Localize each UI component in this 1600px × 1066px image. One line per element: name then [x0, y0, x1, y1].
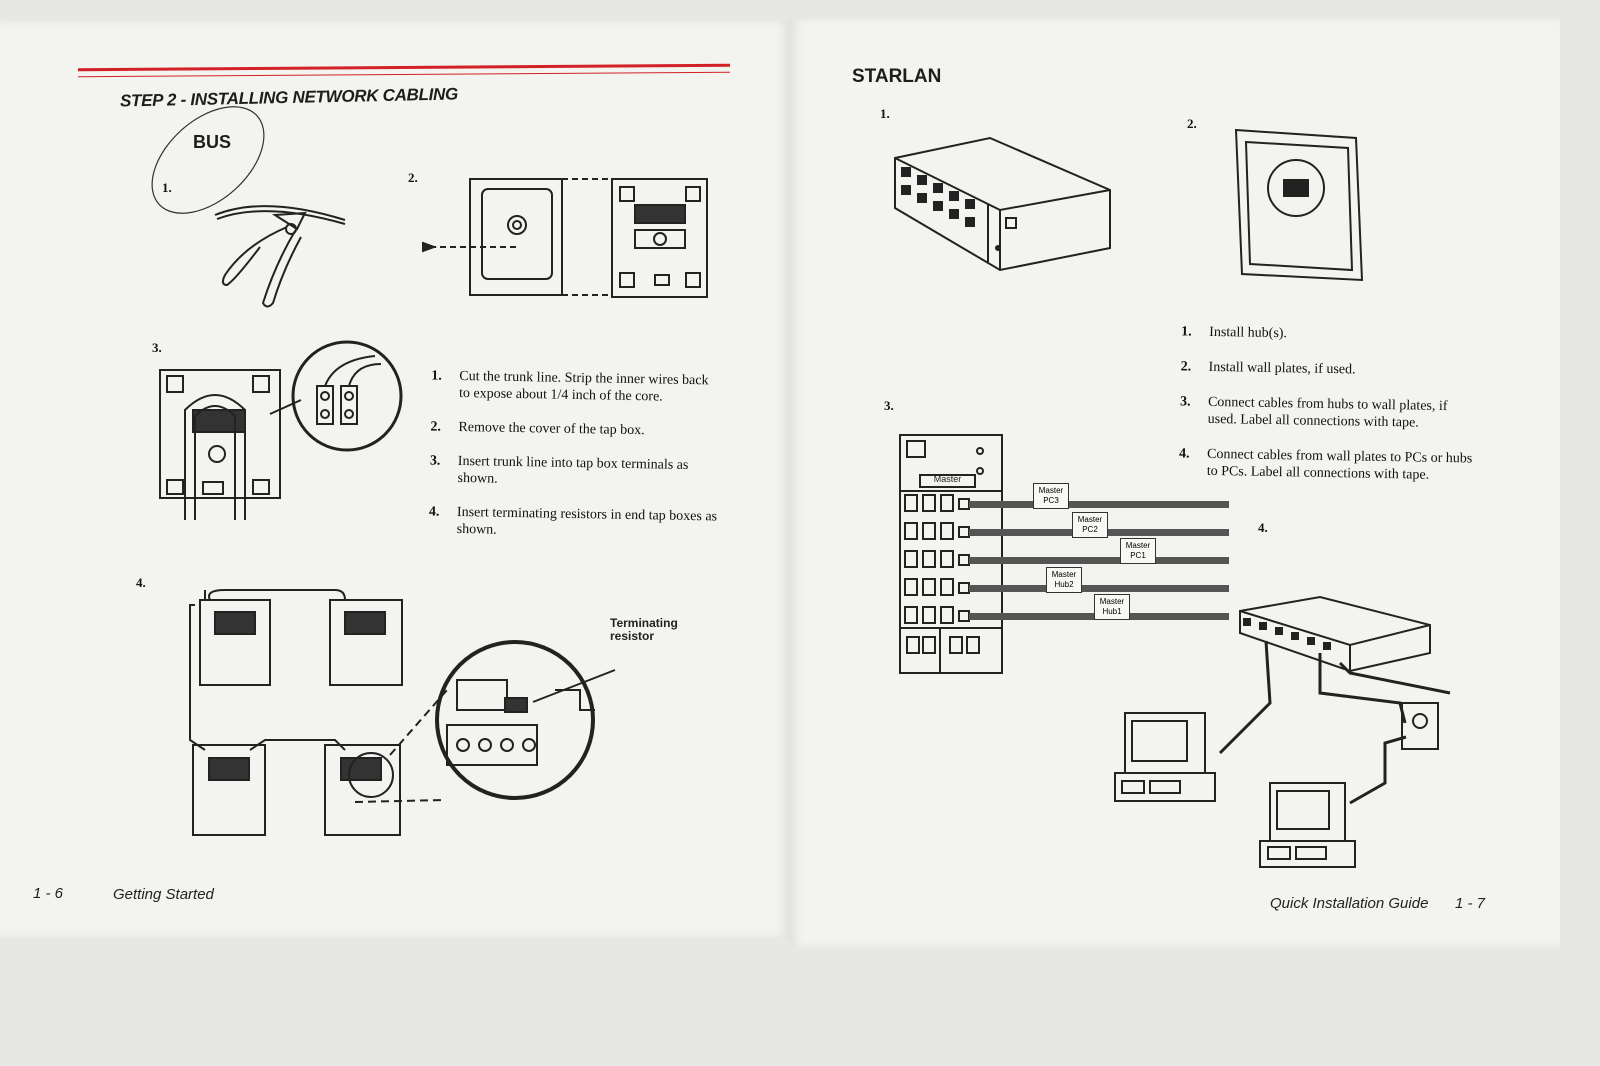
- step-item: 3. Connect cables from hubs to wall plat…: [1179, 394, 1448, 431]
- bus-subheading: BUS: [193, 132, 232, 152]
- step-item: 2. Remove the cover of the tap box.: [430, 419, 645, 439]
- fig-label-2: 2.: [1187, 116, 1197, 131]
- wire-cutter-illustration: [214, 205, 346, 308]
- header-rule: [77, 63, 731, 72]
- fig-label-3: 3.: [152, 340, 162, 355]
- fig-label-3: 3.: [884, 398, 894, 413]
- tap-box-wiring-illustration: [159, 340, 403, 520]
- wall-plate-illustration: [1234, 128, 1364, 282]
- footer-title: Getting Started: [113, 886, 214, 903]
- footer-page-number: 1 - 7: [1455, 895, 1486, 912]
- hub-illustration: [894, 136, 1111, 272]
- fig-label-1: 1.: [162, 180, 172, 195]
- fig-label-4: 4.: [136, 575, 146, 590]
- fig-label-1: 1.: [880, 106, 890, 121]
- terminated-bus-illustration: [189, 589, 616, 836]
- terminating-resistor-callout: Terminating resistor: [610, 616, 678, 643]
- tap-box-illustration: [422, 178, 708, 298]
- fig-label-2: 2.: [408, 170, 418, 185]
- step-item: 3. Insert trunk line into tap box termin…: [429, 453, 689, 487]
- page-heading: STARLAN: [852, 66, 942, 87]
- panel-label: Master: [933, 474, 962, 484]
- hub-to-pc-illustration: [1114, 595, 1451, 868]
- left-page: STEP 2 - INSTALLING NETWORK CABLING BUS …: [0, 20, 790, 938]
- handwritten-circle: [151, 106, 265, 214]
- step-item: 1. Cut the trunk line. Strip the inner w…: [431, 368, 709, 405]
- step-item: 2. Install wall plates, if used.: [1180, 359, 1356, 378]
- header-rule-thin: [78, 71, 730, 78]
- step-item: 1. Install hub(s).: [1181, 324, 1288, 342]
- footer-title: Quick Installation Guide: [1270, 895, 1429, 912]
- step-item: 4. Insert terminating resistors in end t…: [428, 504, 718, 538]
- footer-page-number: 1 - 6: [33, 885, 64, 902]
- step-list: 1. Cut the trunk line. Strip the inner w…: [429, 367, 722, 542]
- fig-label-4: 4.: [1258, 520, 1268, 535]
- right-page: STARLAN 1. 2. 3. 4. 1. Install hub(s).: [790, 18, 1560, 948]
